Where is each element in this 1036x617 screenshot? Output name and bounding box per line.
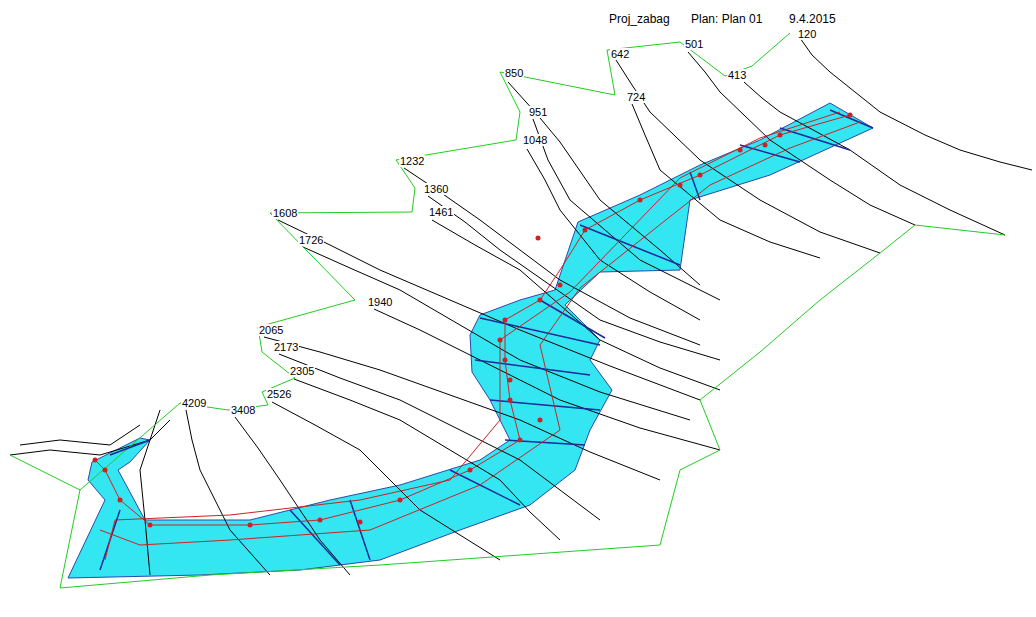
station-label: 120 [797, 28, 817, 40]
station-label: 1461 [428, 206, 454, 218]
station-dots [93, 113, 853, 528]
flow-lines [95, 112, 860, 560]
bank-lines [100, 110, 873, 570]
station-label: 1940 [367, 296, 393, 308]
station-label: 1232 [399, 155, 425, 167]
station-label: 2065 [258, 324, 284, 336]
station-label: 2526 [266, 388, 292, 400]
plot-title: Proj_zabag [608, 12, 671, 26]
station-label: 4209 [181, 397, 207, 409]
station-label: 1360 [423, 183, 449, 195]
station-label: 1726 [298, 234, 324, 246]
station-label: 3408 [230, 404, 256, 416]
cross-sections [10, 38, 1032, 575]
boundary-segment [10, 455, 80, 490]
station-label: 724 [626, 91, 646, 103]
station-label: 2173 [273, 341, 299, 353]
station-label: 413 [727, 69, 747, 81]
plan-date: 9.4.2015 [788, 12, 837, 26]
station-label: 501 [684, 38, 704, 50]
plan-name: Plan: Plan 01 [690, 12, 763, 26]
water-area [68, 103, 873, 578]
station-label: 951 [528, 106, 548, 118]
reach-boundary [60, 33, 1005, 588]
station-label: 2305 [289, 365, 315, 377]
station-label: 850 [504, 67, 524, 79]
station-label: 1048 [522, 134, 548, 146]
station-label: 1608 [272, 207, 298, 219]
station-label: 642 [610, 48, 630, 60]
